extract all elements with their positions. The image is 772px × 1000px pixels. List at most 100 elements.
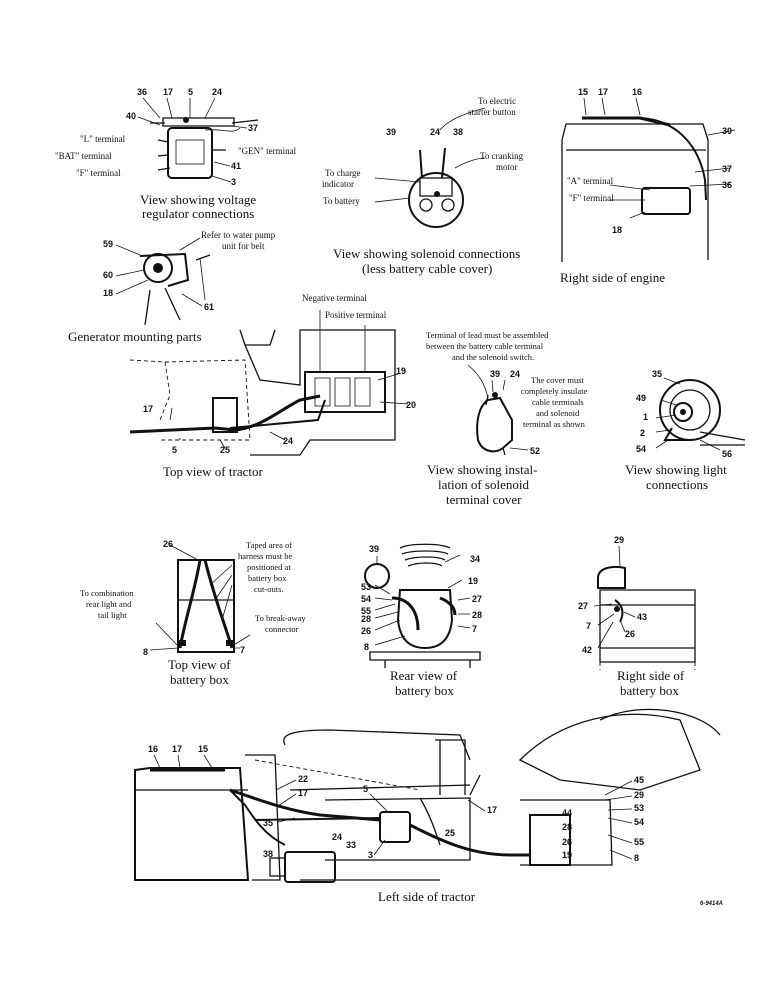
vr-caption-2: regulator connections [142, 206, 254, 221]
cov-num-39: 39 [490, 369, 500, 379]
left-num-22: 22 [298, 774, 308, 784]
top-num-24: 24 [283, 436, 293, 446]
sol-to-battery: To battery [323, 196, 360, 206]
rbb-num-54: 54 [361, 594, 371, 604]
bbt-note-3: positioned at [247, 562, 291, 572]
battery-box-rear-view: 39 34 19 53 54 55 28 26 8 27 28 7 Rear v… [361, 543, 482, 698]
bbt-note-2: harness must be [238, 551, 293, 561]
battery-box-side-view: 29 27 7 42 43 26 Right side of battery b… [578, 535, 696, 698]
left-num-33: 33 [346, 840, 356, 850]
sol-caption-2: (less battery cable cover) [362, 261, 492, 276]
gen-num-60: 60 [103, 270, 113, 280]
top-num-25: 25 [220, 445, 230, 455]
cov-note-6: cable terminals [532, 397, 584, 407]
sbb-num-26: 26 [625, 629, 635, 639]
left-num-19: 19 [562, 850, 572, 860]
left-num-26: 26 [562, 837, 572, 847]
rbb-num-34: 34 [470, 554, 480, 564]
sbb-num-27: 27 [578, 601, 588, 611]
left-num-16: 16 [148, 744, 158, 754]
left-num-35: 35 [263, 818, 273, 828]
cov-note-3: and the solenoid switch. [452, 352, 534, 362]
top-num-19: 19 [396, 366, 406, 376]
bbt-to-rear-1: To combination [80, 588, 134, 598]
left-num-15: 15 [198, 744, 208, 754]
cov-num-52: 52 [530, 446, 540, 456]
bbt-num-26: 26 [163, 539, 173, 549]
eng-term-f: "F" terminal [569, 193, 614, 203]
rbb-num-26: 26 [361, 626, 371, 636]
light-num-56: 56 [722, 449, 732, 459]
left-caption: Left side of tractor [378, 889, 476, 904]
top-pos-terminal: Positive terminal [325, 310, 387, 320]
left-num-44: 44 [562, 808, 572, 818]
left-num-3: 3 [368, 850, 373, 860]
bbt-note-1: Taped area of [246, 540, 292, 550]
sbb-caption-2: battery box [620, 683, 679, 698]
eng-num-18: 18 [612, 225, 622, 235]
left-num-29: 29 [634, 790, 644, 800]
left-num-55: 55 [634, 837, 644, 847]
sol-to-indicator-2: indicator [322, 179, 354, 189]
bbt-caption-1: Top view of [168, 657, 231, 672]
bbt-to-rear-2: rear light and [86, 599, 132, 609]
eng-num-15: 15 [578, 87, 588, 97]
cov-note-1: Terminal of lead must be assembled [426, 330, 549, 340]
cov-caption-2: lation of solenoid [438, 477, 529, 492]
cov-note-7: and solenoid [536, 408, 580, 418]
vr-num-5: 5 [188, 87, 193, 97]
rbb-num-28: 28 [361, 614, 371, 624]
left-num-8: 8 [634, 853, 639, 863]
cov-note-8: terminal as shown [523, 419, 586, 429]
sol-num-38: 38 [453, 127, 463, 137]
bbt-caption-2: battery box [170, 672, 229, 687]
sol-num-24: 24 [430, 127, 440, 137]
vr-term-gen: "GEN" terminal [238, 146, 297, 156]
light-num-2: 2 [640, 428, 645, 438]
left-num-53: 53 [634, 803, 644, 813]
gen-note-1: Refer to water pump [201, 230, 276, 240]
top-view-tractor: 17 5 25 24 19 20 Negative terminal Posit… [129, 293, 416, 479]
light-num-35: 35 [652, 369, 662, 379]
left-num-54: 54 [634, 817, 644, 827]
solenoid-cover-view: 39 24 52 Terminal of lead must be assemb… [426, 330, 588, 507]
eng-caption: Right side of engine [560, 270, 665, 285]
bbt-to-break-1: To break-away [255, 613, 306, 623]
bbt-num-7: 7 [240, 645, 245, 655]
cov-note-2: between the battery cable terminal [426, 341, 544, 351]
left-num-17: 17 [172, 744, 182, 754]
vr-term-bat: "BAT" terminal [55, 151, 112, 161]
top-num-5: 5 [172, 445, 177, 455]
vr-num-41: 41 [231, 161, 241, 171]
sbb-num-42: 42 [582, 645, 592, 655]
rbb-caption-1: Rear view of [390, 668, 458, 683]
sol-to-motor-2: motor [496, 162, 518, 172]
gen-note-2: unit for belt [222, 241, 265, 251]
vr-num-36: 36 [137, 87, 147, 97]
vr-term-f: "F" terminal [76, 168, 121, 178]
vr-num-3: 3 [231, 177, 236, 187]
light-connections-view: 35 49 1 2 54 56 View showing light conne… [625, 369, 746, 492]
solenoid-view: 39 24 38 To electric starter button To c… [322, 96, 524, 276]
vr-num-37: 37 [248, 123, 258, 133]
cov-note-5: completely insulate [521, 386, 588, 396]
left-num-17b: 17 [298, 788, 308, 798]
gen-num-59: 59 [103, 239, 113, 249]
bbt-note-5: cut-outs. [254, 584, 284, 594]
vr-num-24: 24 [212, 87, 222, 97]
rbb-num-19: 19 [468, 576, 478, 586]
rbb-num-28b: 28 [472, 610, 482, 620]
eng-num-16: 16 [632, 87, 642, 97]
figure-id: 6-9414A [700, 901, 723, 907]
sol-num-39: 39 [386, 127, 396, 137]
cov-caption-3: terminal cover [446, 492, 522, 507]
left-num-25: 25 [445, 828, 455, 838]
vr-num-17: 17 [163, 87, 173, 97]
bbt-note-4: battery box [248, 573, 287, 583]
sol-to-motor-1: To cranking [480, 151, 524, 161]
sbb-num-7: 7 [586, 621, 591, 631]
eng-num-30: 30 [722, 126, 732, 136]
light-caption-1: View showing light [625, 462, 727, 477]
rbb-caption-2: battery box [395, 683, 454, 698]
vr-caption-1: View showing voltage [140, 192, 256, 207]
